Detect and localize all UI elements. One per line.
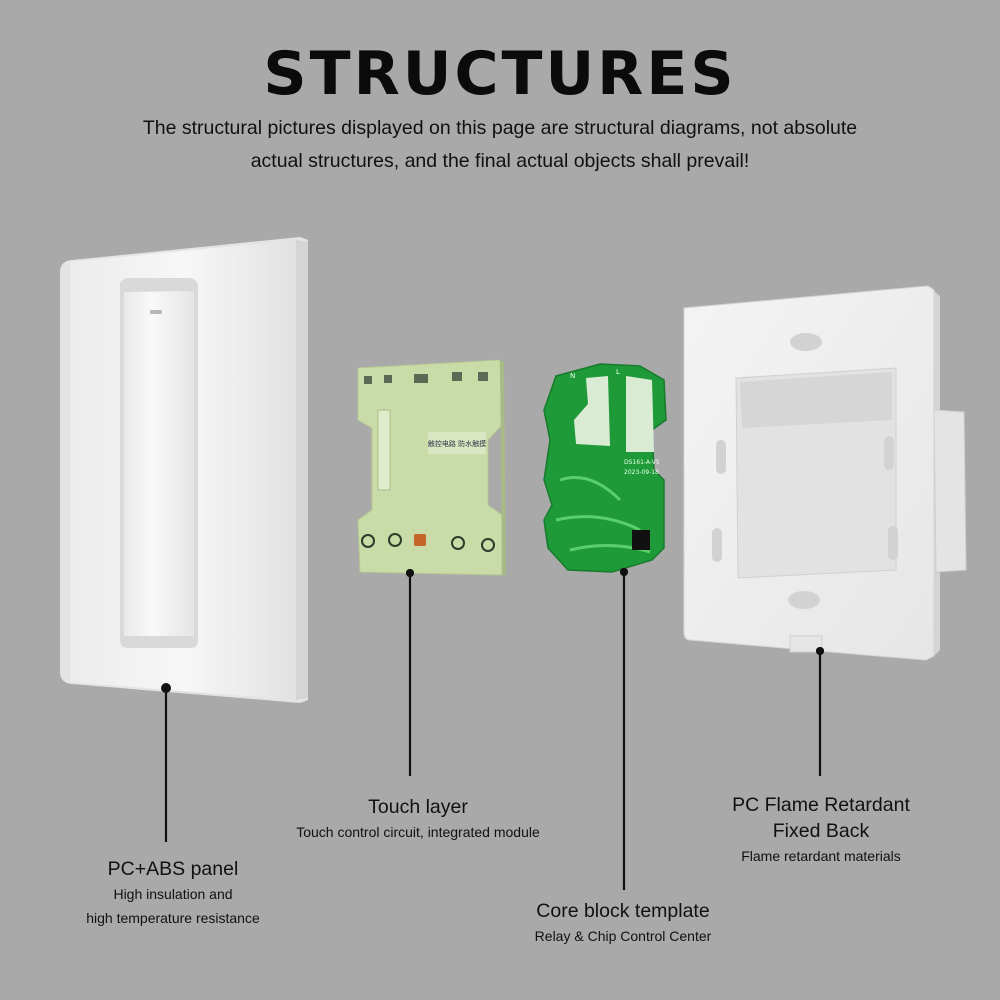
label-core-board: Core block template Relay & Chip Control…	[488, 898, 758, 948]
fixed-back	[683, 285, 967, 661]
label-fixed-back-heading-1: PC Flame Retardant	[732, 794, 910, 816]
touch-pcb-label: 触控电路 防水触摸	[428, 439, 486, 448]
label-front-panel: PC+ABS panel High insulation and high te…	[48, 856, 298, 930]
page-subtitle: The structural pictures displayed on thi…	[100, 112, 900, 178]
leader-lines	[161, 568, 824, 890]
page-title: STRUCTURES	[263, 39, 737, 109]
label-core-board-heading: Core block template	[536, 900, 710, 922]
core-mark-l: L	[616, 368, 620, 376]
front-panel	[60, 237, 308, 703]
label-touch-layer: Touch layer Touch control circuit, integ…	[268, 794, 568, 844]
label-touch-layer-heading: Touch layer	[368, 796, 468, 818]
label-fixed-back: PC Flame Retardant Fixed Back Flame reta…	[690, 792, 952, 868]
indicator-led	[150, 310, 162, 314]
label-fixed-back-heading-2: Fixed Back	[772, 820, 870, 842]
subtitle-line-2: actual structures, and the final actual …	[250, 150, 750, 172]
label-front-panel-desc-1: High insulation and	[113, 886, 233, 902]
label-core-board-desc: Relay & Chip Control Center	[534, 928, 712, 944]
core-model-text: DS161-A-V5	[624, 459, 660, 466]
label-front-panel-heading: PC+ABS panel	[107, 858, 239, 880]
core-date-text: 2023-09-18	[624, 469, 659, 476]
label-touch-layer-desc: Touch control circuit, integrated module	[296, 824, 540, 840]
core-board: DS161-A-V5 2023-09-18 N L	[543, 363, 667, 576]
touch-layer-board: 触控电路 防水触摸	[357, 359, 506, 577]
core-mark-n: N	[570, 372, 575, 380]
label-fixed-back-desc: Flame retardant materials	[741, 848, 901, 864]
label-front-panel-desc-2: high temperature resistance	[86, 910, 260, 926]
subtitle-line-1: The structural pictures displayed on thi…	[142, 117, 858, 139]
